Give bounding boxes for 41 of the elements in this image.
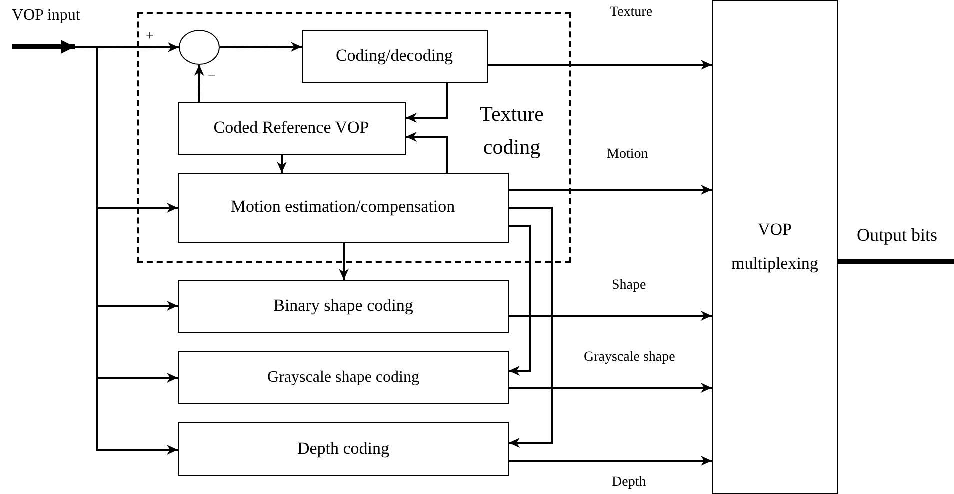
box-label: Motion estimation/compensation: [230, 197, 456, 218]
multiplexer-box: [712, 0, 838, 494]
summing-junction: [178, 30, 220, 64]
box-label: Coded Reference VOP: [214, 118, 370, 138]
arrow: [509, 383, 712, 393]
process-box: [302, 30, 488, 82]
arrow: [75, 46, 178, 455]
edge-label: Output bits: [857, 226, 938, 244]
edge-label: Shape: [612, 279, 646, 293]
edge-label: Texture: [610, 6, 653, 20]
arrow: [509, 225, 531, 376]
arrow: [488, 60, 712, 70]
box-label: Depth coding: [297, 438, 390, 460]
arrow: [194, 64, 204, 102]
input-arrow: [12, 40, 75, 54]
process-box: [178, 422, 509, 476]
group-title: Texture coding: [479, 101, 545, 161]
box-label: Binary shape coding: [274, 296, 414, 317]
arrow: [277, 155, 287, 173]
box-label: Coding/decoding: [336, 46, 454, 66]
sign-label: +: [146, 30, 154, 44]
arrow: [406, 132, 448, 173]
box-label: VOP multiplexing: [730, 219, 820, 275]
process-box: [178, 102, 406, 154]
arrow: [509, 311, 712, 321]
sign-label: −: [208, 70, 216, 84]
edge-label: Depth: [612, 476, 646, 490]
edge-label: Grayscale shape: [584, 351, 676, 365]
arrow: [339, 243, 349, 280]
input-label: VOP input: [12, 8, 80, 24]
process-box: [178, 351, 509, 404]
edge-label: Motion: [607, 148, 648, 162]
box-label: Grayscale shape coding: [268, 368, 420, 388]
process-box: [178, 172, 508, 242]
process-box: [178, 280, 509, 333]
arrow: [509, 456, 712, 466]
dashed-group-box: [137, 12, 571, 263]
arrow: [220, 42, 302, 52]
arrow: [509, 185, 712, 195]
arrow: [509, 207, 553, 448]
arrow: [406, 83, 448, 123]
